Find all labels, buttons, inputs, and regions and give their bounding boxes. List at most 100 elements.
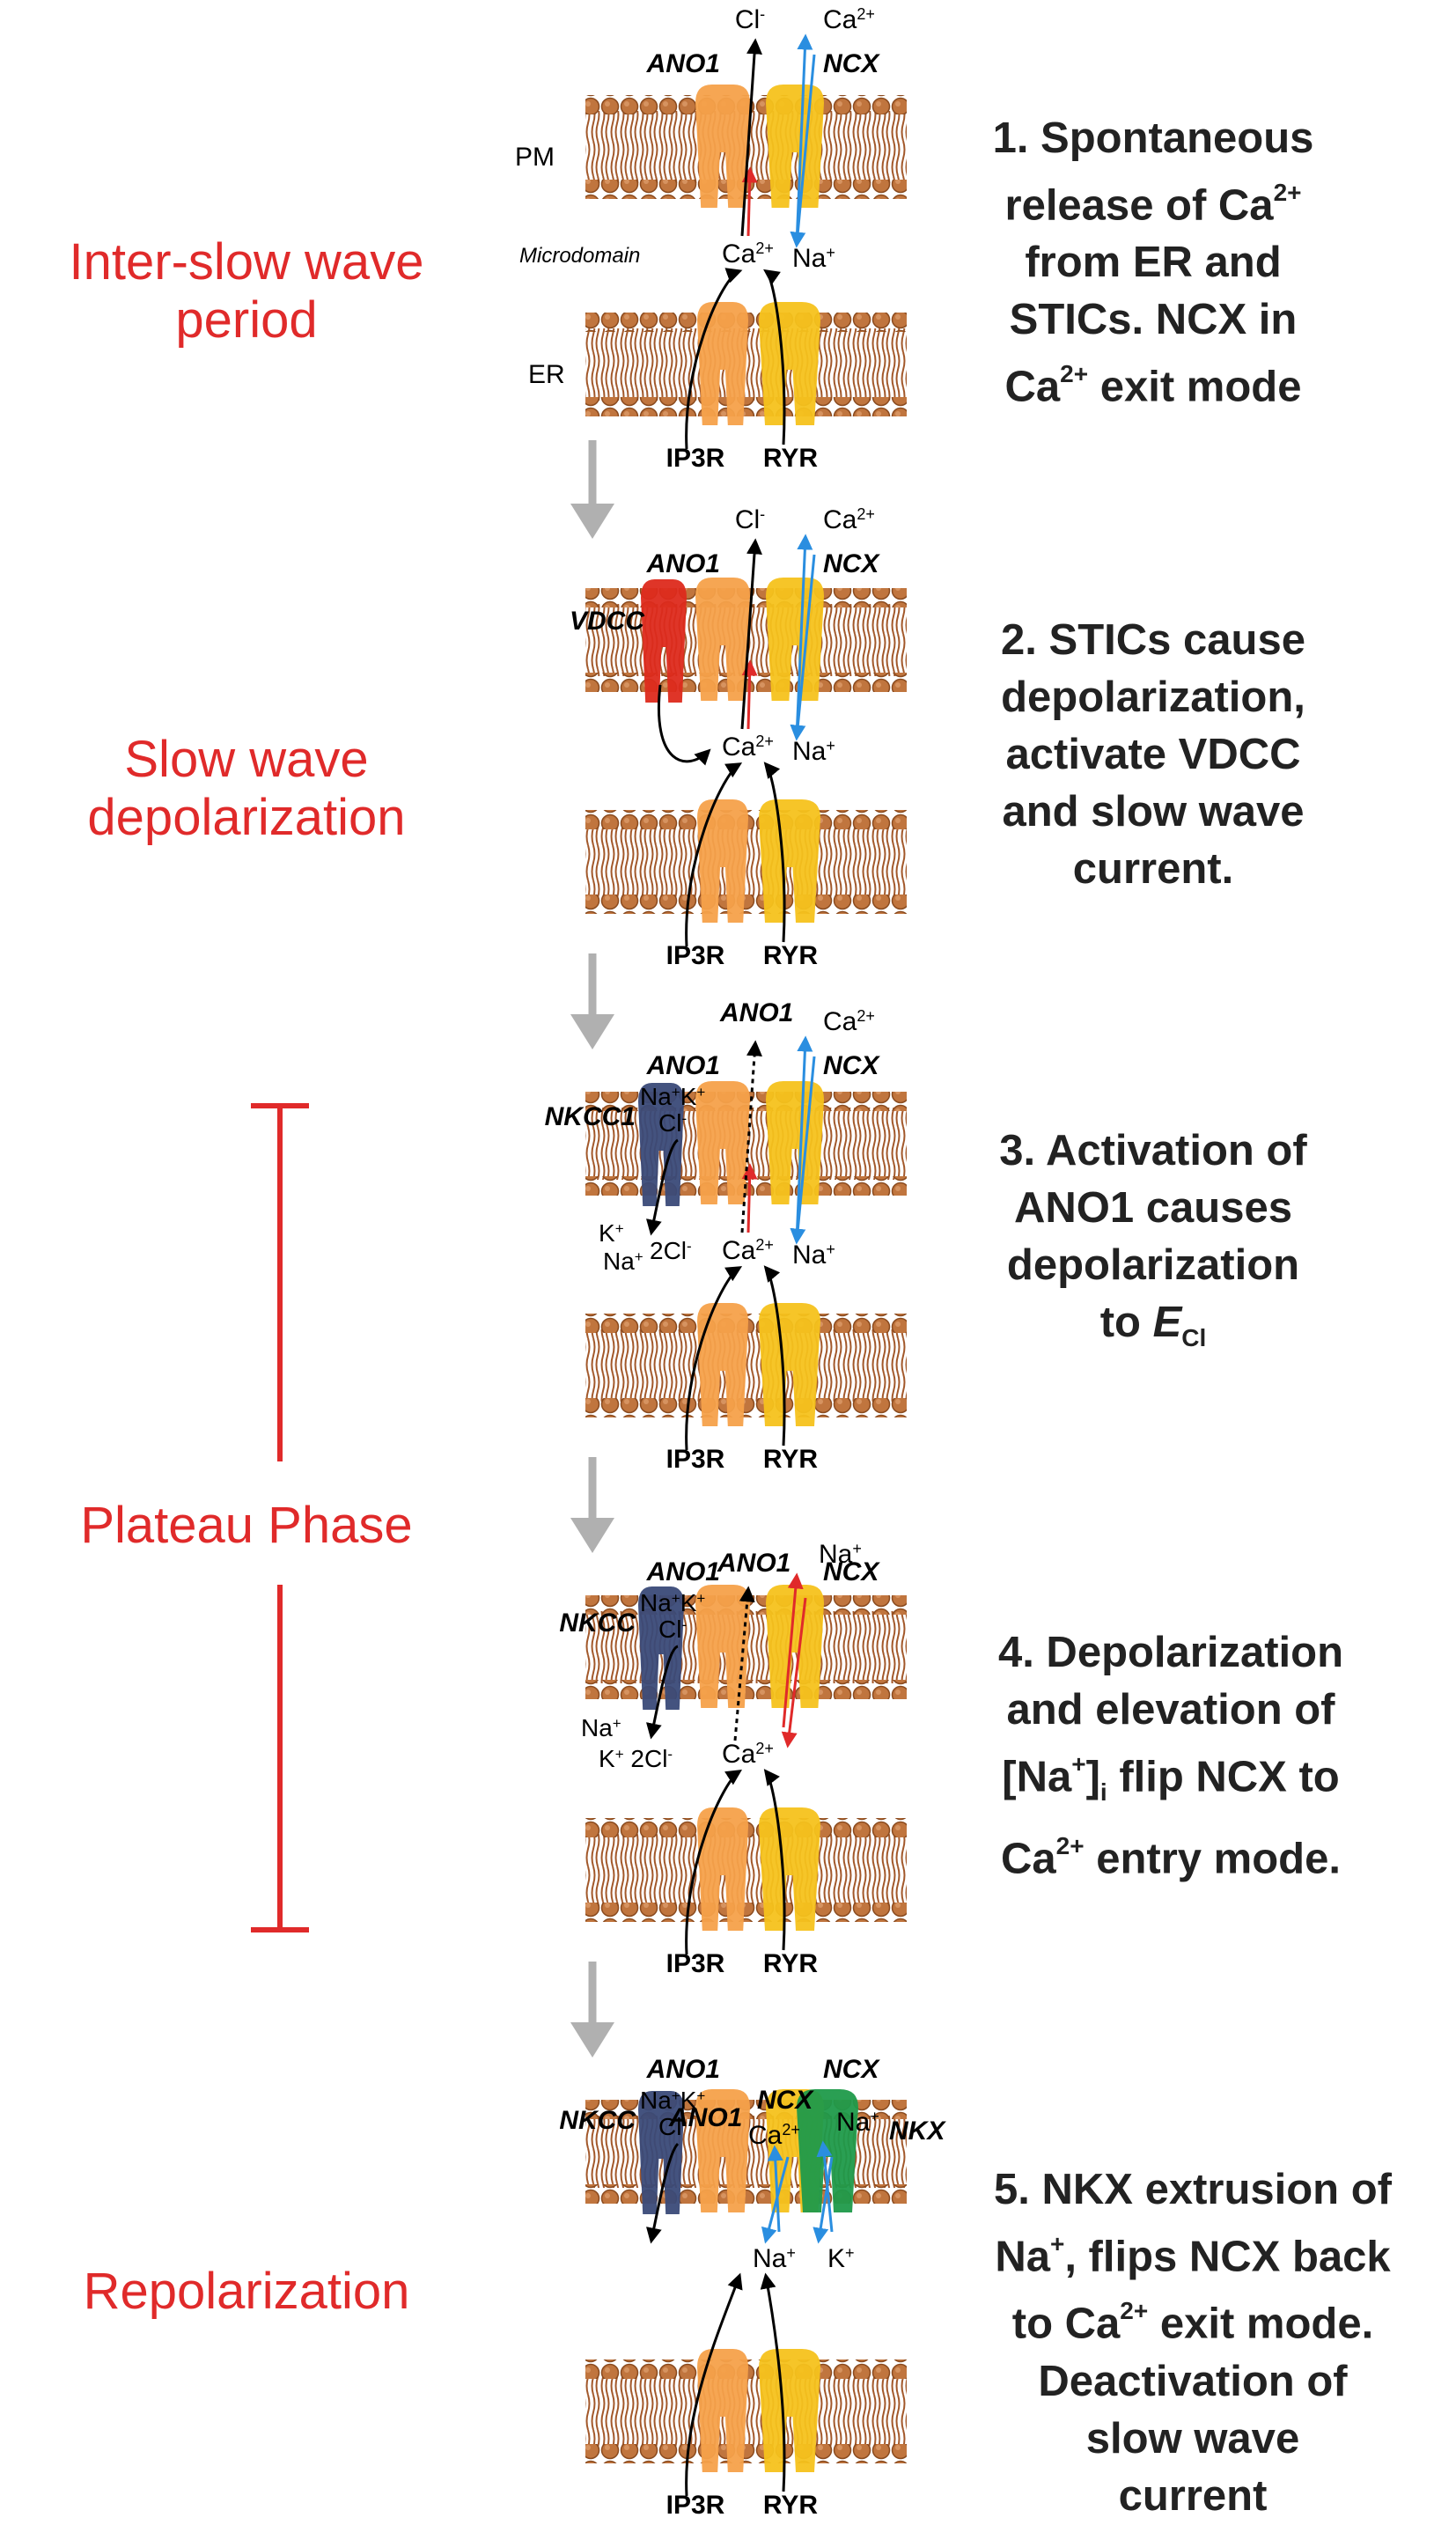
nkcc-label-5: NKCC: [559, 2106, 636, 2135]
ncx-na-entry-arrow-1: [790, 54, 816, 248]
step-3-line-3: depolarization: [1006, 1241, 1300, 1289]
cl-efflux-arrow-2: [740, 538, 762, 730]
step-4-line-1: 4. Depolarization: [997, 1629, 1344, 1676]
microdomain-label: Microdomain: [519, 244, 640, 268]
extracellular-cl-2: Cl-: [735, 505, 765, 534]
ano1-label-5: ANO1: [646, 2055, 720, 2084]
ano1-channel-3: [695, 1081, 750, 1204]
ca-activates-ano1-arrow-3: [741, 1163, 758, 1233]
ano1-channel-5: [695, 2089, 750, 2212]
ncx-ca-exit-arrow-5: [767, 2145, 783, 2233]
ncx-label-1: NCX: [823, 49, 880, 78]
cl-efflux-arrow-1: [740, 38, 763, 237]
vdcc-channel: [641, 579, 687, 703]
step-5-line-5: slow wave: [1085, 2414, 1300, 2462]
nkcc-extracellular-ions-4: Na+K+: [640, 1589, 705, 1616]
ip3r-channel-5: [697, 2349, 748, 2472]
ncx-ca-exit-arrow-3: [795, 1035, 813, 1242]
ano1-label-top-3: ANO1: [719, 998, 793, 1027]
step-2-line-5: current.: [1072, 845, 1234, 893]
ip3r-label-5: IP3R: [666, 2491, 725, 2520]
ryr-channel-1: [759, 302, 820, 425]
ncx-label-top-5: NCX: [757, 2086, 814, 2115]
step-arrows: [570, 440, 614, 2058]
ncx-exchanger-4: [766, 1585, 824, 1708]
ip3r-release-arrow-4: [685, 1770, 743, 1955]
ip3r-label-1: IP3R: [666, 444, 725, 473]
er-label: ER: [528, 360, 565, 389]
step-2-line-2: depolarization,: [1001, 674, 1305, 721]
ryr-label-1: RYR: [763, 444, 819, 473]
phase-plateau: Plateau Phase: [80, 1497, 413, 1554]
phase-inter-slow-wave: Inter-slow wave period: [0, 233, 493, 350]
phase-inter-slow-wave-line1: Inter-slow wave: [69, 233, 424, 291]
ryr-channel-5: [759, 2349, 820, 2472]
vdcc-ca-arrow: [658, 684, 711, 766]
ano1-channel-1: [695, 85, 750, 208]
nkcc-influx-arrow-3: [645, 1138, 679, 1236]
ip3r-channel-1: [697, 302, 748, 425]
nkcc-influx-arrow-4: [645, 1645, 679, 1740]
phase-inter-slow-wave-line2: period: [175, 291, 318, 349]
step-2-description: 2. STICs cause depolarization, activate VD…: [951, 612, 1356, 898]
ano1-label-2: ANO1: [646, 549, 720, 578]
ncx-label-3: NCX: [823, 1051, 880, 1080]
nkcc-intracellular-na-3: Na+: [603, 1248, 643, 1275]
nkcc-intracellular-na-4: Na+: [581, 1714, 621, 1741]
extracellular-ca-3: Ca2+: [823, 1007, 875, 1036]
nkcc-cotransporter-5: [638, 2091, 684, 2214]
nkcc-extracellular-ions-5: Na+K+: [640, 2087, 705, 2114]
step-2-line-3: activate VDCC: [1005, 731, 1301, 778]
ca-activates-ano1-arrow-2: [741, 659, 758, 730]
microdomain-na-2: Na+: [792, 737, 835, 766]
cl-efflux-arrow-4: [733, 1586, 755, 1741]
ryr-label-3: RYR: [763, 1445, 819, 1474]
ncx-label-4: NCX: [823, 1557, 880, 1586]
ano1-label-4: ANO1: [646, 1557, 720, 1586]
ncx-na-exit-arrow-4: [782, 1572, 804, 1728]
ano1-label-1: ANO1: [646, 49, 720, 78]
nkcc-label-4: NKCC: [559, 1608, 636, 1638]
step-2-line-1: 2. STICs cause: [1001, 616, 1305, 664]
step-1-line-1: 1. Spontaneous: [992, 114, 1314, 162]
ano1-channel-4: [695, 1585, 750, 1708]
nkx-label: NKX: [889, 2116, 946, 2146]
step-1-line-2: release of Ca2+: [1004, 179, 1302, 230]
ip3r-label-2: IP3R: [666, 941, 725, 970]
ano1-label-3: ANO1: [646, 1051, 720, 1080]
ano1-channel-2: [695, 578, 750, 701]
step-arrow-4: [570, 1962, 614, 2058]
step-arrow-3: [570, 1457, 614, 1553]
nkcc-extracellular-cl-5: Cl-: [658, 2113, 687, 2140]
nkcc-intracellular-k-3: K+: [599, 1219, 624, 1247]
step-5-line-3: to Ca2+ exit mode.: [1011, 2297, 1374, 2348]
ncx-label-2: NCX: [823, 549, 880, 578]
ca-activates-ano1-arrow-1: [741, 166, 758, 237]
nkcc-extracellular-cl-4: Cl-: [658, 1616, 687, 1643]
nkcc-extracellular-ions-3: Na+K+: [640, 1083, 705, 1110]
ncx-ca-exit-arrow-2: [795, 534, 813, 739]
vdcc-label: VDCC: [570, 607, 645, 636]
extracellular-ca-2: Ca2+: [823, 505, 875, 534]
ip3r-release-arrow-3: [685, 1266, 743, 1451]
step-1-line-4: STICs. NCX in: [1009, 296, 1298, 344]
extracellular-ca-1: Ca2+: [823, 5, 875, 34]
phase-slow-wave-depolarization: Slow wave depolarization: [0, 731, 493, 847]
step-4-line-3: [Na+]i flip NCX to: [1002, 1750, 1340, 1807]
step-4-line-4: Ca2+ entry mode.: [1001, 1832, 1341, 1883]
microdomain-ca-2: Ca2+: [722, 732, 774, 762]
step-4-line-2: and elevation of: [1006, 1686, 1335, 1734]
ncx-na-entry-arrow-3: [790, 1056, 816, 1245]
ip3r-release-arrow-1: [685, 268, 743, 450]
nkcc-intracellular-2cl-3: 2Cl-: [650, 1237, 692, 1264]
microdomain-ca-3: Ca2+: [722, 1236, 774, 1265]
ip3r-channel-2: [697, 799, 748, 923]
ano1-label-top-4: ANO1: [717, 1549, 791, 1578]
step-5-line-2: Na+, flips NCX back: [995, 2230, 1391, 2281]
